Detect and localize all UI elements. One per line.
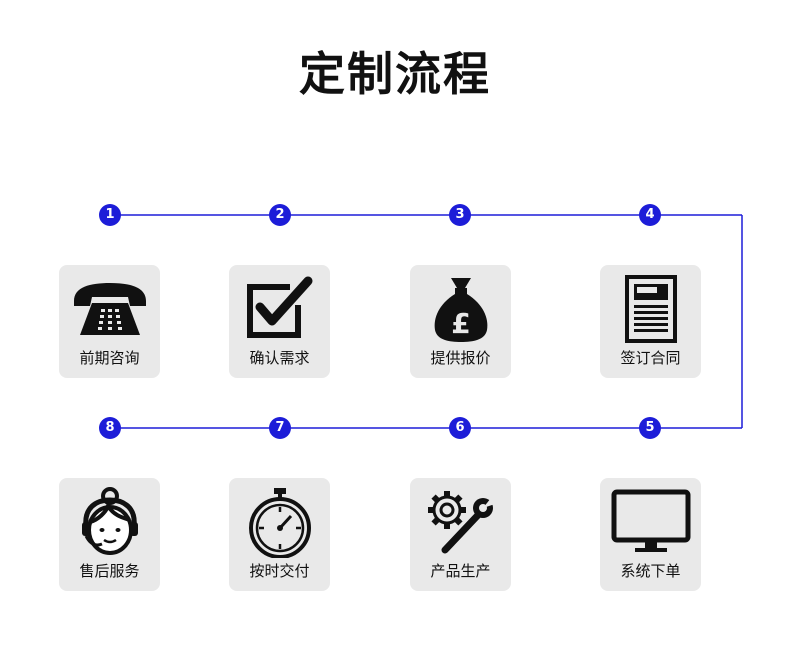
step-label-sign-contract: 签订合同: [620, 349, 681, 367]
step-label-consultation: 前期咨询: [79, 349, 140, 367]
step-card-production: 产品生产: [410, 478, 511, 591]
gear-wrench-icon: [410, 486, 511, 558]
step-label-after-sales: 售后服务: [79, 562, 140, 580]
step-label-on-time-delivery: 按时交付: [249, 562, 310, 580]
step-label-production: 产品生产: [430, 562, 491, 580]
page-title: 定制流程: [299, 47, 491, 101]
step-label-confirm-requirements: 确认需求: [249, 349, 310, 367]
step-number-4: 4: [639, 204, 661, 226]
step-number-8: 8: [99, 417, 121, 439]
stopwatch-icon: [229, 486, 330, 558]
step-card-on-time-delivery: 按时交付: [229, 478, 330, 591]
svg-text:£: £: [451, 307, 470, 340]
customer-service-icon: [59, 486, 160, 558]
step-label-quotation: 提供报价: [430, 349, 491, 367]
step-number-1: 1: [99, 204, 121, 226]
contract-document-icon: [600, 273, 701, 345]
step-card-consultation: 前期咨询: [59, 265, 160, 378]
step-card-system-order: 系统下单: [600, 478, 701, 591]
step-number-6: 6: [449, 417, 471, 439]
telephone-icon: [59, 273, 160, 345]
step-number-3: 3: [449, 204, 471, 226]
step-card-quotation: £ 提供报价: [410, 265, 511, 378]
step-number-7: 7: [269, 417, 291, 439]
money-bag-icon: £: [410, 273, 511, 345]
step-card-sign-contract: 签订合同: [600, 265, 701, 378]
monitor-icon: [600, 486, 701, 558]
step-label-system-order: 系统下单: [620, 562, 681, 580]
step-number-5: 5: [639, 417, 661, 439]
step-number-2: 2: [269, 204, 291, 226]
step-card-confirm-requirements: 确认需求: [229, 265, 330, 378]
step-card-after-sales: 售后服务: [59, 478, 160, 591]
checkbox-icon: [229, 273, 330, 345]
